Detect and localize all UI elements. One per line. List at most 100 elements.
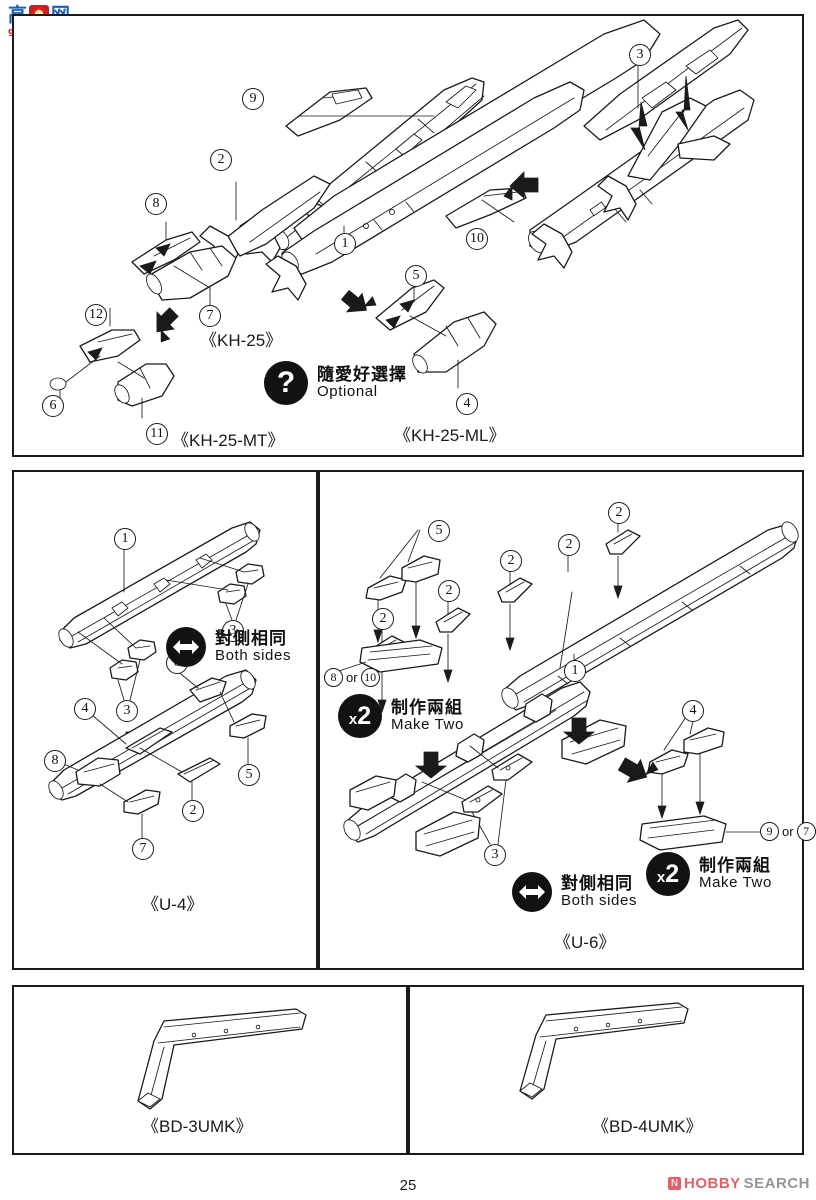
missile-assembly-panel: 9 2 8 1 10 7 12 6 11 5 4 3 《KH-25》 《KH-2… xyxy=(12,14,804,457)
u4-part7 xyxy=(99,783,161,839)
bd4umk-pylon xyxy=(519,1002,689,1100)
bd4umk-panel: 《BD-4UMK》 xyxy=(408,985,804,1155)
u4-callout-4[interactable]: 4 xyxy=(74,698,96,720)
u4-callout-8[interactable]: 8 xyxy=(44,750,66,772)
x2-glyph: x2 xyxy=(656,859,680,888)
callout-11[interactable]: 11 xyxy=(146,423,168,445)
callout-6[interactable]: 6 xyxy=(42,395,64,417)
part-12-body xyxy=(79,329,141,363)
u4-both-sides-text: 對側相同 Both sides xyxy=(215,628,292,665)
optional-text: 隨愛好選擇 Optional xyxy=(317,364,407,401)
u6-make-two-cn-upper: 制作兩組 xyxy=(391,697,463,718)
u6-make-two-cn-lower: 制作兩組 xyxy=(699,855,771,876)
u4-part5 xyxy=(219,691,267,765)
u6-part4-assembly xyxy=(639,707,761,851)
callout-3[interactable]: 3 xyxy=(629,44,651,66)
u6-or-a-right[interactable]: 10 xyxy=(360,668,380,687)
kh25-exploded-diagram xyxy=(49,19,755,419)
callout-4[interactable]: 4 xyxy=(456,393,478,415)
u6-callout-2d[interactable]: 2 xyxy=(558,534,580,556)
bd4umk-part-diagram xyxy=(519,1002,689,1100)
u6-or-a-left[interactable]: 8 xyxy=(324,668,343,687)
u6-both-sides-cn: 對側相同 xyxy=(561,873,633,894)
u6-or-b-sep: or xyxy=(782,824,794,839)
u6-step-arrow-b xyxy=(414,751,448,779)
u4-both-sides-en: Both sides xyxy=(215,647,292,665)
u6-callout-3[interactable]: 3 xyxy=(484,844,506,866)
direction-arrow-3 xyxy=(503,171,539,201)
u6-make-two-badge-upper: x2 制作兩組 Make Two xyxy=(338,694,464,738)
callout-8[interactable]: 8 xyxy=(145,193,167,215)
u6-callout-1[interactable]: 1 xyxy=(564,660,586,682)
kh25ml-assembly xyxy=(375,277,497,389)
u6-or-b-left[interactable]: 9 xyxy=(760,822,779,841)
part-3-arrow-a xyxy=(630,101,648,151)
u6-part3-plates xyxy=(421,745,533,845)
u6-both-sides-en: Both sides xyxy=(561,892,638,910)
x2-glyph: x2 xyxy=(348,701,372,730)
u6-callout-2a[interactable]: 2 xyxy=(372,608,394,630)
u6-callout-2c[interactable]: 2 xyxy=(500,550,522,572)
callout-7[interactable]: 7 xyxy=(199,305,221,327)
u4-part3-right xyxy=(165,557,265,621)
u6-callout-5[interactable]: 5 xyxy=(428,520,450,542)
callout-12[interactable]: 12 xyxy=(85,304,107,326)
u6-part5-assembly xyxy=(323,529,443,677)
u6-callout-2b[interactable]: 2 xyxy=(438,580,460,602)
u6-make-two-text-lower: 制作兩組 Make Two xyxy=(699,855,772,892)
missile-fins-2 xyxy=(265,255,307,301)
u6-side-arrow xyxy=(617,757,659,783)
question-mark-glyph: ? xyxy=(276,366,296,399)
direction-arrow-2 xyxy=(340,289,377,313)
u4-part3-left xyxy=(77,617,157,701)
u6-make-two-en-upper: Make Two xyxy=(391,716,464,734)
double-arrow-icon xyxy=(512,872,552,912)
bd3umk-pylon xyxy=(137,1008,307,1110)
label-kh25: 《KH-25》 xyxy=(200,331,283,350)
label-kh25mt: 《KH-25-MT》 xyxy=(172,431,285,450)
u4-callout-2[interactable]: 2 xyxy=(182,800,204,822)
u6-rack-panel: 5 2 2 2 2 2 1 3 4 8 or 10 9 or 7 x2 制作兩組 xyxy=(318,470,816,970)
u6-step2-mounts xyxy=(349,719,627,857)
u6-callout-4[interactable]: 4 xyxy=(682,700,704,722)
label-kh25ml: 《KH-25-ML》 xyxy=(394,426,506,445)
u6-step-arrow-a xyxy=(562,717,596,745)
u4-callout-5[interactable]: 5 xyxy=(238,764,260,786)
u6-title: 《U-6》 xyxy=(554,933,616,952)
u6-make-two-badge-lower: x2 制作兩組 Make Two xyxy=(646,852,772,896)
u4-part2 xyxy=(139,747,221,801)
double-arrow-glyph xyxy=(519,885,545,899)
u6-make-two-en-lower: Make Two xyxy=(699,874,772,892)
u6-rail-step1 xyxy=(501,521,799,711)
u4-rack-panel: 1 3 3 6 4 8 5 2 7 對側相同 Both sides 《U-4》 xyxy=(12,470,318,970)
u6-or-label-9-or-7[interactable]: 9 or 7 xyxy=(760,822,816,841)
u4-callout-1[interactable]: 1 xyxy=(114,528,136,550)
u4-both-sides-cn: 對側相同 xyxy=(215,628,287,649)
u4-part4 xyxy=(83,707,173,755)
page-number: 25 xyxy=(399,1177,417,1194)
callout-9[interactable]: 9 xyxy=(242,88,264,110)
u4-exploded-diagram xyxy=(48,521,267,839)
callout-1[interactable]: 1 xyxy=(334,233,356,255)
callout-5[interactable]: 5 xyxy=(405,265,427,287)
u4-callout-3b[interactable]: 3 xyxy=(116,700,138,722)
optional-label-cn: 隨愛好選擇 xyxy=(317,364,407,385)
direction-arrow-1 xyxy=(156,307,179,343)
u6-or-label-8-or-10[interactable]: 8 or 10 xyxy=(324,668,380,687)
optional-label-en: Optional xyxy=(317,383,378,401)
u6-or-a-sep: or xyxy=(346,670,358,685)
callout-10[interactable]: 10 xyxy=(466,228,488,250)
u6-both-sides-badge: 對側相同 Both sides xyxy=(512,872,637,912)
part-3-nose-section xyxy=(583,19,749,141)
u4-callout-7[interactable]: 7 xyxy=(132,838,154,860)
bd3umk-title: 《BD-3UMK》 xyxy=(142,1117,253,1136)
optional-badge: ? 隨愛好選擇 Optional xyxy=(264,361,407,405)
bd3umk-panel: 《BD-3UMK》 xyxy=(12,985,408,1155)
callout-2[interactable]: 2 xyxy=(210,149,232,171)
u6-or-b-right[interactable]: 7 xyxy=(796,822,816,841)
u6-callout-2e[interactable]: 2 xyxy=(608,502,630,524)
u4-callout-3a[interactable]: 3 xyxy=(222,620,244,642)
question-mark-icon: ? xyxy=(264,361,308,405)
kh25mt-assembly xyxy=(49,307,175,419)
